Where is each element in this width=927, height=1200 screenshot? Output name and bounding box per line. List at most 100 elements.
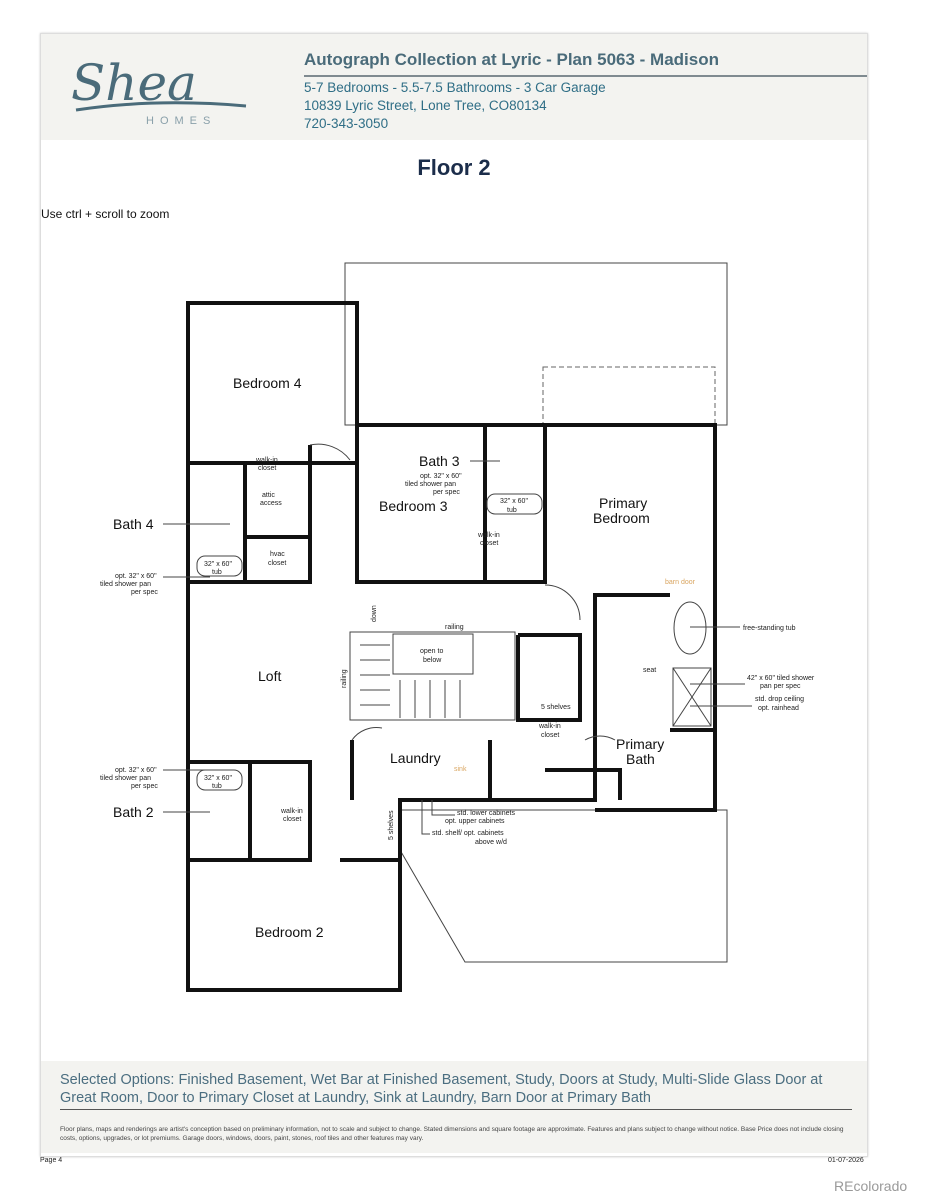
- note: per spec: [433, 489, 460, 496]
- room-loft: Loft: [258, 668, 281, 684]
- note: 5 shelves: [388, 810, 395, 840]
- watermark: REcolorado: [834, 1178, 908, 1194]
- note: pan per spec: [760, 683, 801, 690]
- plan-info: 5-7 Bedrooms - 5.5-7.5 Bathrooms - 3 Car…: [304, 79, 606, 133]
- note: above w/d: [475, 839, 507, 846]
- shea-homes-logo: Shea HOMES: [66, 48, 256, 128]
- divider: [60, 1109, 852, 1110]
- note: walk-in: [538, 723, 561, 730]
- door[interactable]: [351, 727, 383, 741]
- note: opt. 32" x 60": [420, 473, 462, 480]
- roof-dash: [542, 366, 716, 426]
- note: tiled shower pan: [405, 481, 456, 488]
- disclaimer: Floor plans, maps and renderings are art…: [60, 1126, 844, 1142]
- header: Shea HOMES Autograph Collection at Lyric…: [41, 34, 867, 140]
- floorplan-sheet: Shea HOMES Autograph Collection at Lyric…: [40, 33, 868, 1157]
- note: attic: [262, 492, 275, 499]
- tub-bath3: [486, 493, 543, 515]
- door[interactable]: [584, 735, 616, 741]
- room-bath-3: Bath 3: [419, 453, 460, 469]
- note: opt. rainhead: [758, 705, 799, 712]
- print-date: 01-07-2026: [828, 1157, 864, 1164]
- leader-lines: [163, 460, 752, 835]
- open-to-below: [392, 633, 474, 675]
- plan-title: Autograph Collection at Lyric - Plan 506…: [304, 50, 719, 69]
- room-bedroom-4: Bedroom 4: [233, 375, 302, 391]
- note: opt. 32" x 60": [115, 767, 157, 774]
- wall: [545, 768, 622, 800]
- room-primary-bedroom: Primary: [599, 495, 647, 511]
- note: tub: [212, 783, 222, 790]
- page-number: Page 4: [40, 1157, 63, 1164]
- note: tub: [507, 507, 517, 514]
- note: 5 shelves: [541, 704, 571, 711]
- note: per spec: [131, 589, 158, 596]
- room-primary-bath: Primary: [616, 736, 664, 752]
- zoom-hint: Use ctrl + scroll to zoom: [41, 207, 170, 221]
- note: sink: [454, 766, 467, 773]
- note: hvac: [270, 551, 285, 558]
- room-bedroom-2: Bedroom 2: [255, 924, 324, 940]
- roof-outline-upper: [344, 262, 728, 426]
- closet-wall: [516, 633, 582, 722]
- note: opt. upper cabinets: [445, 818, 505, 825]
- room-laundry: Laundry: [390, 750, 441, 766]
- wall: [340, 593, 670, 862]
- note: closet: [480, 540, 498, 547]
- wall: [186, 301, 402, 992]
- note: walk-in: [280, 808, 303, 815]
- note: down: [371, 605, 378, 622]
- note: 32" x 60": [204, 775, 232, 782]
- wall: [243, 445, 312, 584]
- freestanding-tub: [673, 601, 707, 655]
- note: 42" x 60" tiled shower: [747, 675, 815, 682]
- note: closet: [541, 732, 559, 739]
- floor-title: Floor 2: [417, 155, 491, 180]
- footer: Selected Options: Finished Basement, Wet…: [41, 1061, 867, 1153]
- room-primary-bath: Bath: [626, 751, 655, 767]
- plan-address: 10839 Lyric Street, Lone Tree, CO80134: [304, 98, 547, 113]
- note: below: [423, 657, 442, 664]
- door[interactable]: [544, 584, 581, 621]
- stair-treads: [360, 644, 461, 718]
- note: std. lower cabinets: [457, 810, 515, 817]
- svg-text:HOMES: HOMES: [146, 115, 216, 127]
- note: tiled shower pan: [100, 581, 151, 588]
- door[interactable]: [309, 443, 351, 461]
- room-bath-2: Bath 2: [113, 804, 154, 820]
- stairs[interactable]: [349, 631, 516, 721]
- note: 32" x 60": [500, 498, 528, 505]
- note: closet: [258, 465, 276, 472]
- tub-bath2: [196, 769, 243, 791]
- note: std. drop ceiling: [755, 696, 804, 703]
- note: tiled shower pan: [100, 775, 151, 782]
- wall: [355, 425, 547, 584]
- note: walk-in: [477, 532, 500, 539]
- room-bedroom-3: Bedroom 3: [379, 498, 448, 514]
- note: seat: [643, 667, 656, 674]
- note: railing: [341, 669, 348, 688]
- shower: [672, 667, 712, 727]
- note: barn door: [665, 579, 696, 586]
- plan-phone: 720-343-3050: [304, 116, 389, 131]
- divider: [304, 75, 867, 77]
- note: open to: [420, 648, 443, 655]
- tub-bath4: [196, 555, 243, 577]
- note: closet: [283, 816, 301, 823]
- note: free-standing tub: [743, 625, 796, 632]
- note: 32" x 60": [204, 561, 232, 568]
- note: closet: [268, 560, 286, 567]
- note: walk-in: [255, 457, 278, 464]
- note: access: [260, 500, 282, 507]
- note: per spec: [131, 783, 158, 790]
- note: std. shelf/ opt. cabinets: [432, 830, 504, 837]
- room-primary-bedroom: Bedroom: [593, 510, 650, 526]
- note: opt. 32" x 60": [115, 573, 157, 580]
- plan-specs: 5-7 Bedrooms - 5.5-7.5 Bathrooms - 3 Car…: [304, 80, 606, 95]
- room-bath-4: Bath 4: [113, 516, 154, 532]
- selected-options: Selected Options: Finished Basement, Wet…: [60, 1072, 823, 1106]
- note: railing: [445, 624, 464, 631]
- wall: [357, 423, 717, 812]
- note: tub: [212, 569, 222, 576]
